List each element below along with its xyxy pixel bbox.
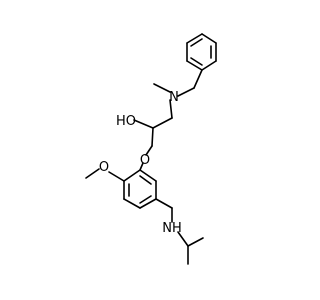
bond — [187, 237, 204, 247]
bond — [155, 198, 173, 209]
molecule-diagram: N HO O O NH — [85, 33, 217, 265]
bond — [139, 175, 152, 185]
amine-nh-label: NH — [162, 221, 182, 236]
bond — [153, 83, 171, 93]
bond — [145, 145, 153, 156]
bond — [123, 198, 141, 209]
bond — [201, 33, 217, 44]
bond — [139, 162, 144, 171]
n-methyl-label: N — [169, 90, 179, 105]
bond — [139, 169, 157, 182]
bond — [152, 117, 173, 129]
bond — [186, 60, 203, 71]
ether-oxygen-label: O — [140, 153, 150, 168]
bond — [85, 168, 100, 179]
bond — [186, 33, 203, 44]
bond — [108, 171, 125, 182]
bond — [123, 169, 141, 182]
methoxy-oxygen-label: O — [99, 160, 109, 175]
bond — [190, 57, 203, 66]
bond — [133, 119, 154, 129]
bond — [190, 38, 203, 47]
bond — [201, 60, 217, 71]
bonds — [85, 33, 217, 265]
bond — [177, 87, 195, 97]
bond — [151, 127, 154, 147]
bond — [169, 99, 173, 119]
bond — [139, 198, 157, 209]
atom-labels: N HO O O NH — [99, 90, 182, 236]
bond — [139, 195, 152, 204]
bond — [193, 69, 203, 89]
bond — [177, 231, 189, 247]
hydroxyl-label: HO — [116, 114, 136, 129]
